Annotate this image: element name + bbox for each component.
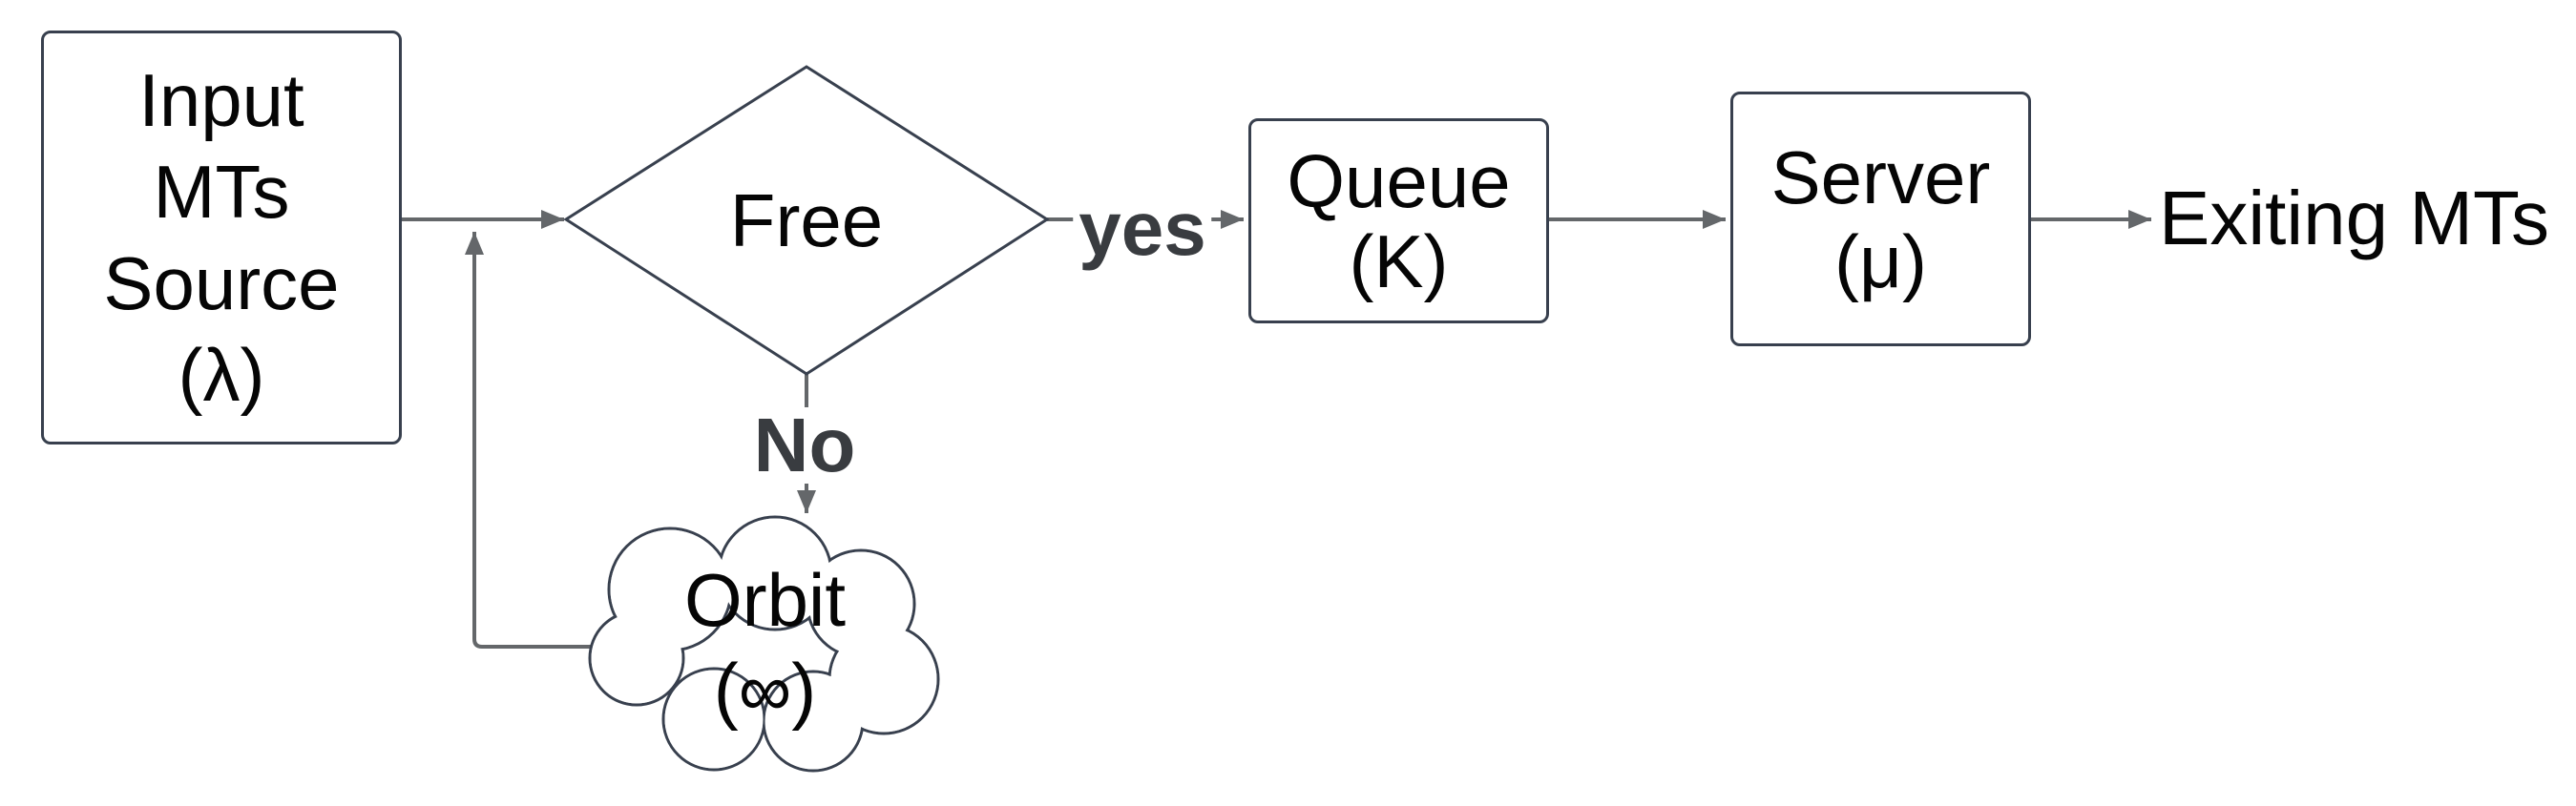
orbit-cloud-fill: [591, 518, 937, 770]
exiting-mts-label: Exiting MTs: [2159, 176, 2549, 260]
free-decision-diamond: [563, 65, 1050, 376]
orbit-label: Orbit (∞): [683, 557, 847, 732]
edge-orbit-retrial-to-input: [465, 232, 592, 649]
queue-label: Queue (K): [1287, 138, 1511, 303]
free-decision-label: Free: [729, 177, 884, 262]
server-label: Server (μ): [1770, 134, 1991, 303]
no-branch-label: No: [747, 407, 862, 484]
queue-node: Queue (K): [1248, 118, 1549, 323]
server-node: Server (μ): [1730, 92, 2031, 346]
input-source-node: Input MTs Source (λ): [41, 31, 402, 444]
input-source-label: Input MTs Source (λ): [103, 58, 340, 417]
yes-branch-label: yes: [1073, 191, 1212, 267]
